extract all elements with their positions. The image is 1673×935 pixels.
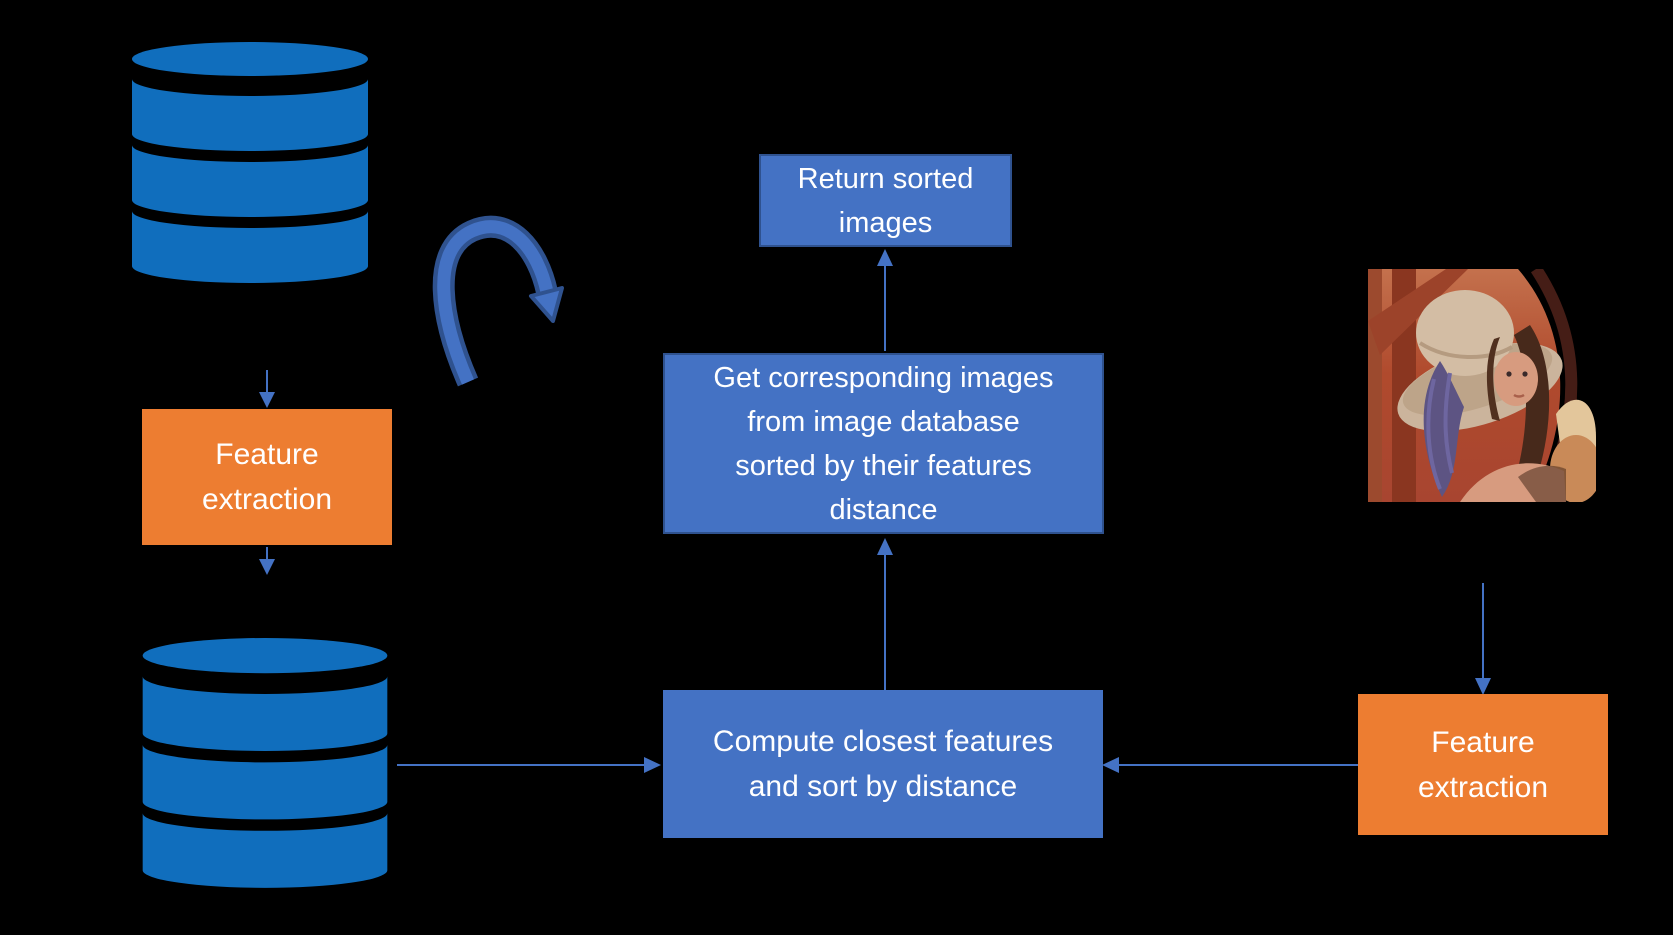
feature-extraction-left-box: Feature extraction	[142, 409, 392, 545]
get-corresponding-images-box: Get corresponding images from image data…	[663, 353, 1104, 534]
arrowhead-down-icon	[259, 392, 275, 408]
curved-arrow-icon	[432, 215, 564, 387]
get-corresponding-line: from image database	[747, 405, 1020, 438]
arrowhead-left-icon	[1102, 757, 1119, 773]
arrowhead-right-icon	[644, 757, 661, 773]
arrowhead-up-icon	[877, 538, 893, 555]
return-sorted-line: images	[838, 206, 933, 239]
arrowhead-down-icon	[1475, 678, 1491, 695]
database-icon	[142, 638, 388, 888]
feature-extraction-label-line: Feature	[215, 438, 319, 471]
feature-extraction-label-line: extraction	[201, 483, 333, 516]
compute-closest-line: Compute closest features	[712, 725, 1054, 758]
arrowhead-down-icon	[259, 559, 275, 575]
feature-extraction-right-box: Feature extraction	[1358, 694, 1608, 835]
compute-closest-features-box: Compute closest features and sort by dis…	[663, 690, 1103, 838]
feature-extraction-label-line: extraction	[1417, 770, 1549, 804]
database-icon	[132, 42, 368, 283]
get-corresponding-line: sorted by their features	[735, 449, 1032, 482]
return-sorted-line: Return sorted	[797, 162, 974, 195]
get-corresponding-line: distance	[829, 493, 938, 526]
query-image	[1368, 269, 1596, 502]
get-corresponding-line: Get corresponding images	[713, 361, 1054, 394]
return-sorted-images-box: Return sorted images	[759, 154, 1012, 247]
feature-extraction-label-line: Feature	[1431, 725, 1535, 759]
arrowhead-up-icon	[877, 249, 893, 266]
compute-closest-line: and sort by distance	[748, 770, 1018, 803]
